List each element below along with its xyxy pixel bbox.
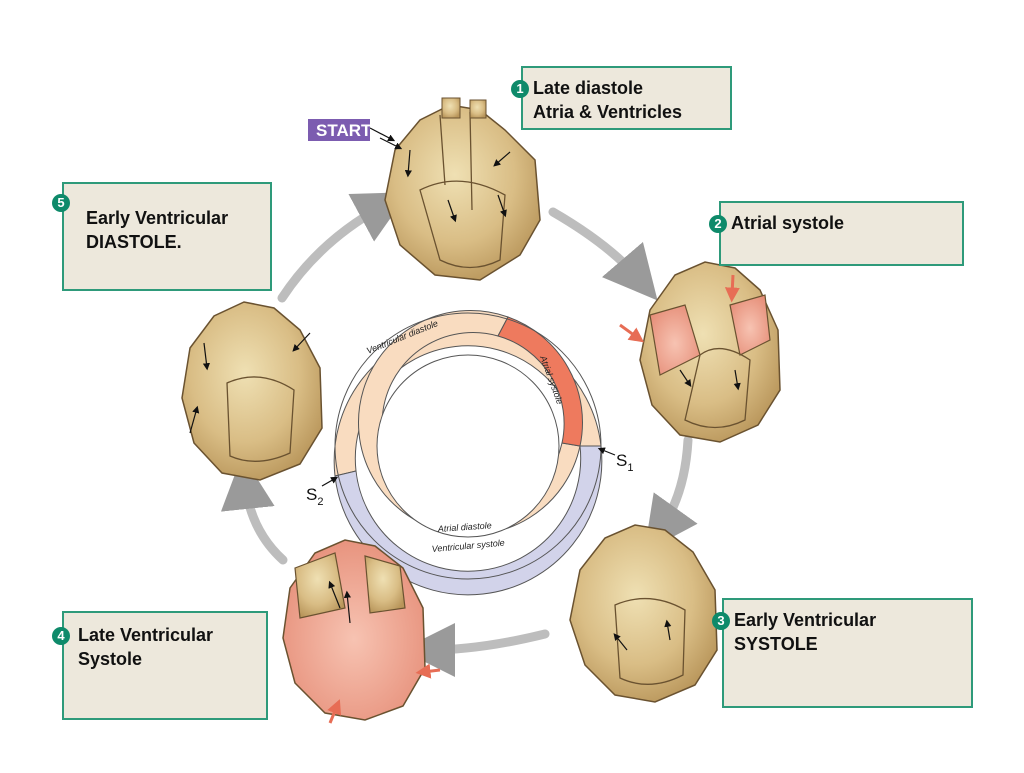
heart-late-ventricular-systole-icon [282,539,441,724]
arrow-4-to-5 [220,455,288,565]
ring-label-ventricular-systole: Ventricular systole [431,538,505,554]
step-5-line-1: Early Ventricular [86,208,229,228]
step-1-label-box: 1 Late diastole Atria & Ventricles [511,66,732,130]
step-4-line-2: Systole [78,649,143,669]
step-3-number-badge: 3 [712,612,730,630]
step-4-label-box: 4 Late Ventricular Systole [52,611,268,720]
step-3-label-box: 3 Early Ventricular SYSTOLE [712,598,973,708]
step-2-line-1: Atrial systole [731,213,845,233]
s2-label: S2 [306,485,323,508]
step-5-number-badge: 5 [52,194,70,212]
step-1-line-2: Atria & Ventricles [533,102,683,122]
s1-pointer [597,447,616,456]
arrow-3-to-4 [401,622,550,677]
ring-label-atrial-diastole: Atrial diastole [436,520,492,534]
arrow-5-to-1 [277,192,409,303]
s2-pointer [321,476,339,487]
ring-center [376,354,560,538]
arrow-2-to-3 [644,435,698,552]
start-pointer [369,127,396,142]
start-tag: START [308,119,370,141]
step-1-line-1: Late diastole [533,78,644,98]
step-5-line-2: DIASTOLE. [86,232,182,252]
step-1-number-badge: 1 [511,80,529,98]
step-4-number-badge: 4 [52,627,70,645]
step-3-line-2: SYSTOLE [734,634,818,654]
step-3-line-1: Early Ventricular [734,610,877,630]
ring-atrial-systole-segment [497,316,583,447]
heart-early-ventricular-systole-icon [569,524,718,703]
heart-late-diastole-icon [379,97,541,281]
arrow-1-to-2 [548,207,658,301]
cycle-ring [333,310,603,596]
heart-early-ventricular-diastole-icon [181,301,323,481]
cycle-arrows [220,192,698,677]
step-5-label-box: 5 Early Ventricular DIASTOLE. [52,182,272,291]
s1-label: S1 [616,451,633,474]
step-4-line-1: Late Ventricular [78,625,214,645]
heart-atrial-systole-icon [619,261,781,443]
step-2-number-badge: 2 [709,215,727,233]
step-2-label-box: 2 Atrial systole [709,201,964,266]
